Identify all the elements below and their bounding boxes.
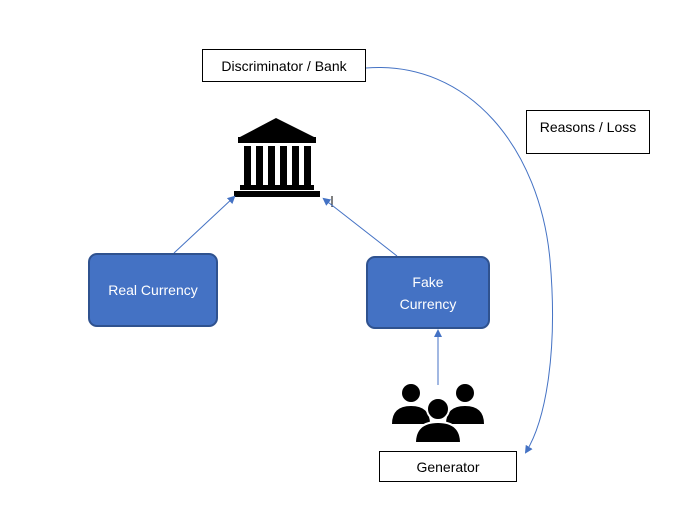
discriminator-label: Discriminator / Bank (202, 49, 366, 82)
fake-currency-text-line1: Fake (412, 273, 444, 290)
arrow-feedback-loss (365, 67, 553, 454)
arrow-real-to-bank (173, 195, 236, 254)
arrow-fake-to-bank (322, 197, 398, 257)
bank-icon (234, 118, 320, 197)
fake-currency-node: Fake Currency (366, 256, 490, 329)
reasons-loss-label: Reasons / Loss (526, 110, 650, 154)
generator-label: Generator (379, 451, 517, 482)
people-group-icon (392, 384, 484, 444)
fake-currency-text-line2: Currency (399, 295, 457, 312)
real-currency-text: Real Currency (108, 282, 198, 298)
real-currency-node: Real Currency (88, 253, 218, 327)
